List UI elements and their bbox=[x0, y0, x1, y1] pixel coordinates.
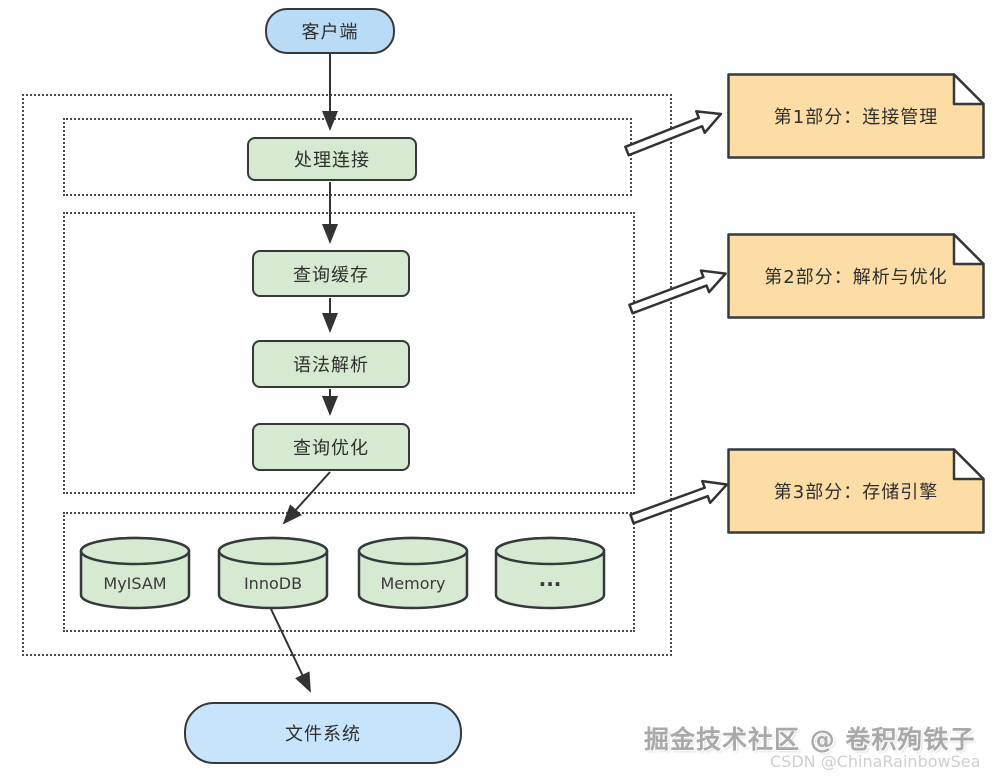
query-optimize-label: 查询优化 bbox=[293, 438, 369, 459]
note-part3-storage-engine: 第3部分：存储引擎 bbox=[727, 448, 985, 534]
client-label: 客户端 bbox=[301, 22, 359, 43]
query-cache-label: 查询缓存 bbox=[293, 264, 369, 286]
handle-connection-label: 处理连接 bbox=[294, 150, 370, 171]
database-cylinder-icon: MyISAM bbox=[79, 536, 191, 610]
handle-connection-node: 处理连接 bbox=[247, 137, 417, 181]
note-part2-parse-optimize: 第2部分：解析与优化 bbox=[727, 233, 985, 319]
sticky-note-icon bbox=[727, 73, 985, 159]
sticky-note-icon bbox=[727, 448, 985, 534]
client-node: 客户端 bbox=[265, 8, 395, 54]
engine-innodb-label: InnoDB bbox=[244, 574, 302, 593]
database-cylinder-icon: Memory bbox=[357, 536, 469, 610]
section-parse-optimize-box bbox=[63, 212, 635, 494]
file-system-node: 文件系统 bbox=[184, 702, 462, 764]
note-part1-label: 第1部分：连接管理 bbox=[773, 107, 939, 128]
section-connection-management-box bbox=[63, 118, 632, 196]
watermark-csdn: CSDN @ChinaRainbowSea bbox=[770, 752, 981, 771]
engine-cylinder-myisam: MyISAM bbox=[79, 536, 191, 610]
note-part2-label: 第2部分：解析与优化 bbox=[764, 267, 948, 288]
database-cylinder-icon: InnoDB bbox=[217, 536, 329, 610]
engine-cylinder-others: ... bbox=[494, 536, 606, 610]
engine-cylinder-memory: Memory bbox=[357, 536, 469, 610]
engine-myisam-label: MyISAM bbox=[103, 574, 166, 593]
server-boundary-box bbox=[22, 94, 672, 656]
engine-others-label: ... bbox=[539, 567, 562, 591]
sticky-note-icon bbox=[727, 233, 985, 319]
database-cylinder-icon: ... bbox=[494, 536, 606, 610]
query-cache-node: 查询缓存 bbox=[252, 250, 410, 297]
note-part3-label: 第3部分：存储引擎 bbox=[773, 482, 939, 503]
engine-memory-label: Memory bbox=[380, 574, 445, 593]
engine-cylinder-innodb: InnoDB bbox=[217, 536, 329, 610]
watermark-juejin: 掘金技术社区 @ 卷积殉铁子 bbox=[644, 725, 976, 754]
syntax-parse-label: 语法解析 bbox=[293, 355, 369, 376]
section-storage-engine-box bbox=[63, 512, 635, 632]
file-system-label: 文件系统 bbox=[285, 724, 361, 745]
note-part1-connection-management: 第1部分：连接管理 bbox=[727, 73, 985, 159]
syntax-parse-node: 语法解析 bbox=[252, 340, 410, 388]
query-optimize-node: 查询优化 bbox=[252, 423, 410, 471]
